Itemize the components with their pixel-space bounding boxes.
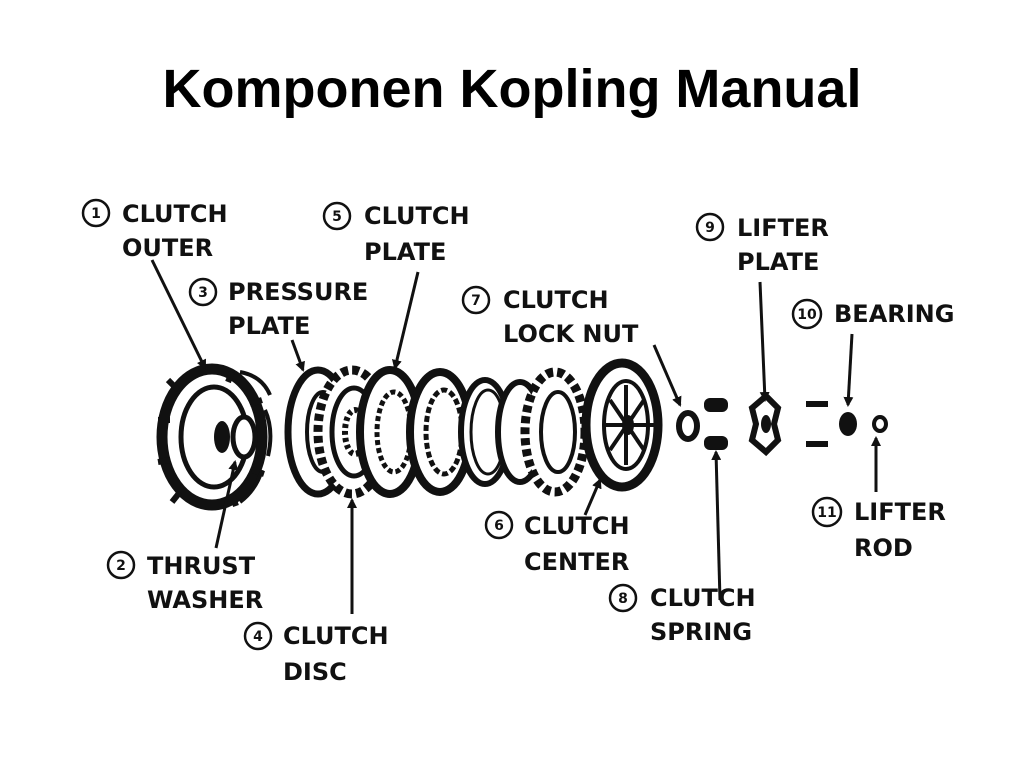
callout-label-line2: OUTER (122, 234, 213, 262)
bearing-part (839, 412, 857, 436)
callout-clutch-spring: 8 CLUTCH SPRING (608, 583, 756, 646)
callout-clutch-outer: 1 CLUTCH OUTER (81, 198, 228, 262)
callout-label-line1: THRUST (147, 552, 256, 580)
arrow-bearing (843, 333, 854, 407)
arrow-clutch-center (583, 478, 602, 516)
callout-number: 11 (817, 505, 836, 521)
callout-label-line1: LIFTER (737, 214, 829, 242)
callout-number: 1 (91, 206, 101, 222)
callout-label-line2: WASHER (147, 586, 263, 614)
callout-label-line2: SPRING (650, 618, 752, 646)
callout-number: 3 (198, 285, 208, 301)
callout-number: 10 (797, 307, 817, 323)
callout-label-line1: CLUTCH (503, 286, 609, 314)
callout-label-line2: CENTER (524, 548, 629, 576)
callout-label-line1: CLUTCH (650, 584, 756, 612)
callout-lifter-plate: 9 LIFTER PLATE (695, 212, 829, 276)
callout-label-line1: CLUTCH (364, 202, 470, 230)
arrow-pressure-plate (290, 339, 305, 372)
callout-label-line2: LOCK NUT (503, 320, 639, 348)
arrow-clutch-spring (711, 450, 722, 601)
callout-label-line1: LIFTER (854, 498, 946, 526)
callout-number: 4 (253, 629, 263, 645)
arrow-thrust-washer (214, 460, 239, 549)
callout-number: 6 (494, 518, 504, 534)
callout-pressure-plate: 3 PRESSURE PLATE (188, 277, 368, 340)
callout-clutch-plate: 5 CLUTCH PLATE (322, 201, 470, 266)
arrow-lifter-plate (758, 281, 770, 402)
callout-clutch-center: 6 CLUTCH CENTER (484, 510, 630, 576)
bolt-parts (806, 401, 828, 447)
callout-label-line2: PLATE (737, 248, 819, 276)
leader-arrows (150, 259, 881, 614)
callout-number: 2 (116, 558, 126, 574)
callout-label-line2: DISC (283, 658, 347, 686)
arrow-clutch-plate (392, 271, 420, 370)
callout-number: 8 (618, 591, 628, 607)
callout-label-line1: BEARING (834, 300, 954, 328)
callout-lifter-rod: 11 LIFTER ROD (811, 496, 946, 562)
lifter-plate-part (748, 391, 782, 457)
callout-clutch-lock-nut: 7 CLUTCH LOCK NUT (461, 285, 639, 348)
clutch-disc-stack (406, 367, 590, 497)
callout-label-line1: CLUTCH (524, 512, 630, 540)
arrow-clutch-outer (150, 259, 207, 370)
clutch-outer-part (156, 363, 273, 511)
clutch-lock-nut-part (676, 410, 700, 442)
callout-label-line2: PLATE (228, 312, 310, 340)
clutch-center-part (581, 358, 663, 492)
arrow-lock-nut (652, 344, 682, 407)
callout-label-line1: CLUTCH (283, 622, 389, 650)
clutch-spring-part (704, 398, 728, 450)
callout-clutch-disc: 4 CLUTCH DISC (243, 621, 389, 686)
callout-label-line2: ROD (854, 534, 913, 562)
lifter-rod-part (872, 415, 888, 433)
callout-number: 5 (332, 209, 342, 225)
callout-label-line1: PRESSURE (228, 278, 368, 306)
callout-bearing: 10 BEARING (791, 298, 954, 330)
callout-label-line2: PLATE (364, 238, 446, 266)
callout-label-line1: CLUTCH (122, 200, 228, 228)
callout-number: 9 (705, 220, 715, 236)
callout-thrust-washer: 2 THRUST WASHER (106, 550, 263, 614)
callout-number: 7 (471, 293, 481, 309)
page-title: Komponen Kopling Manual (162, 59, 862, 119)
